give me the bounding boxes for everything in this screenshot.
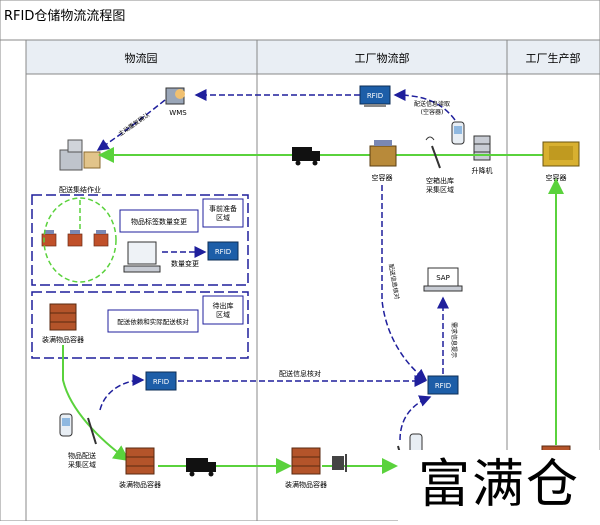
empty-container-label: 空容器 xyxy=(372,173,393,182)
workstation-icon xyxy=(123,241,161,273)
handheld-reader-icon xyxy=(451,121,465,145)
full-container-stack-icon xyxy=(49,303,77,331)
diagram-title: RFID仓储物流流程图 xyxy=(4,9,125,24)
need-check-label: 需求信息提示 xyxy=(450,322,458,358)
full-container-label-3: 装满物品容器 xyxy=(285,480,327,489)
deliv-zone-label: 物品配送采集区域 xyxy=(68,451,96,469)
truck-icon xyxy=(292,147,320,166)
prep-boxes-icon xyxy=(41,229,109,247)
empty-container-icon xyxy=(369,140,397,167)
deliv-zone-handheld-icon xyxy=(59,413,97,445)
gather-area-icon xyxy=(59,139,101,171)
production-empty-container-icon xyxy=(542,141,580,167)
watermark: 富满仓 xyxy=(398,450,600,521)
route-info-label: 配送信息核对 xyxy=(279,369,321,378)
production-empty-label: 空容器 xyxy=(546,173,567,182)
rfid-reader-mid-icon: RFID xyxy=(145,371,177,391)
full-container-bottom-icon xyxy=(125,447,155,475)
sap-label: SAP xyxy=(436,274,450,282)
tag-change-label: 物品标签数量变更 xyxy=(131,217,187,226)
forklift-icon xyxy=(332,454,347,472)
full-container-label-2: 装满物品容器 xyxy=(119,480,161,489)
qty-change-label: 数量变更 xyxy=(171,259,199,268)
wms-server-icon xyxy=(165,87,185,105)
rfid-reader-prep-icon: RFID xyxy=(207,241,239,261)
rfid-reader-top-icon: RFID xyxy=(359,85,391,107)
gather-area-label: 配送集结作业 xyxy=(59,185,101,194)
lift-icon xyxy=(473,135,491,161)
full-container-factory-icon xyxy=(291,447,321,475)
empty-out-zone-label: 空箱出库采集区域 xyxy=(426,176,454,194)
delivery-read-label: 配送信息读取(空容器) xyxy=(414,100,450,116)
rfid-reader-factory-icon: RFID xyxy=(427,375,459,395)
lane-logistics-park: 物流园 xyxy=(125,51,158,65)
antenna-icon xyxy=(425,136,441,169)
lane-factory-production: 工厂生产部 xyxy=(526,51,581,65)
await-out-label: 待出库区域 xyxy=(213,301,234,319)
svg-text:RFID: RFID xyxy=(215,248,231,256)
lane-factory-logistics: 工厂物流部 xyxy=(355,51,410,65)
truck-bottom-icon xyxy=(186,458,216,477)
check-box-label: 配送依赖和实际配送核对 xyxy=(117,317,189,326)
sap-laptop-icon xyxy=(423,267,463,292)
svg-text:RFID: RFID xyxy=(367,92,383,100)
lift-label: 升降机 xyxy=(472,166,493,175)
svg-text:RFID: RFID xyxy=(435,382,451,390)
full-container-label: 装满物品容器 xyxy=(42,335,84,344)
wms-label: WMS xyxy=(169,109,187,117)
svg-text:RFID: RFID xyxy=(153,378,169,386)
preprep-label: 事前准备区域 xyxy=(209,204,237,222)
